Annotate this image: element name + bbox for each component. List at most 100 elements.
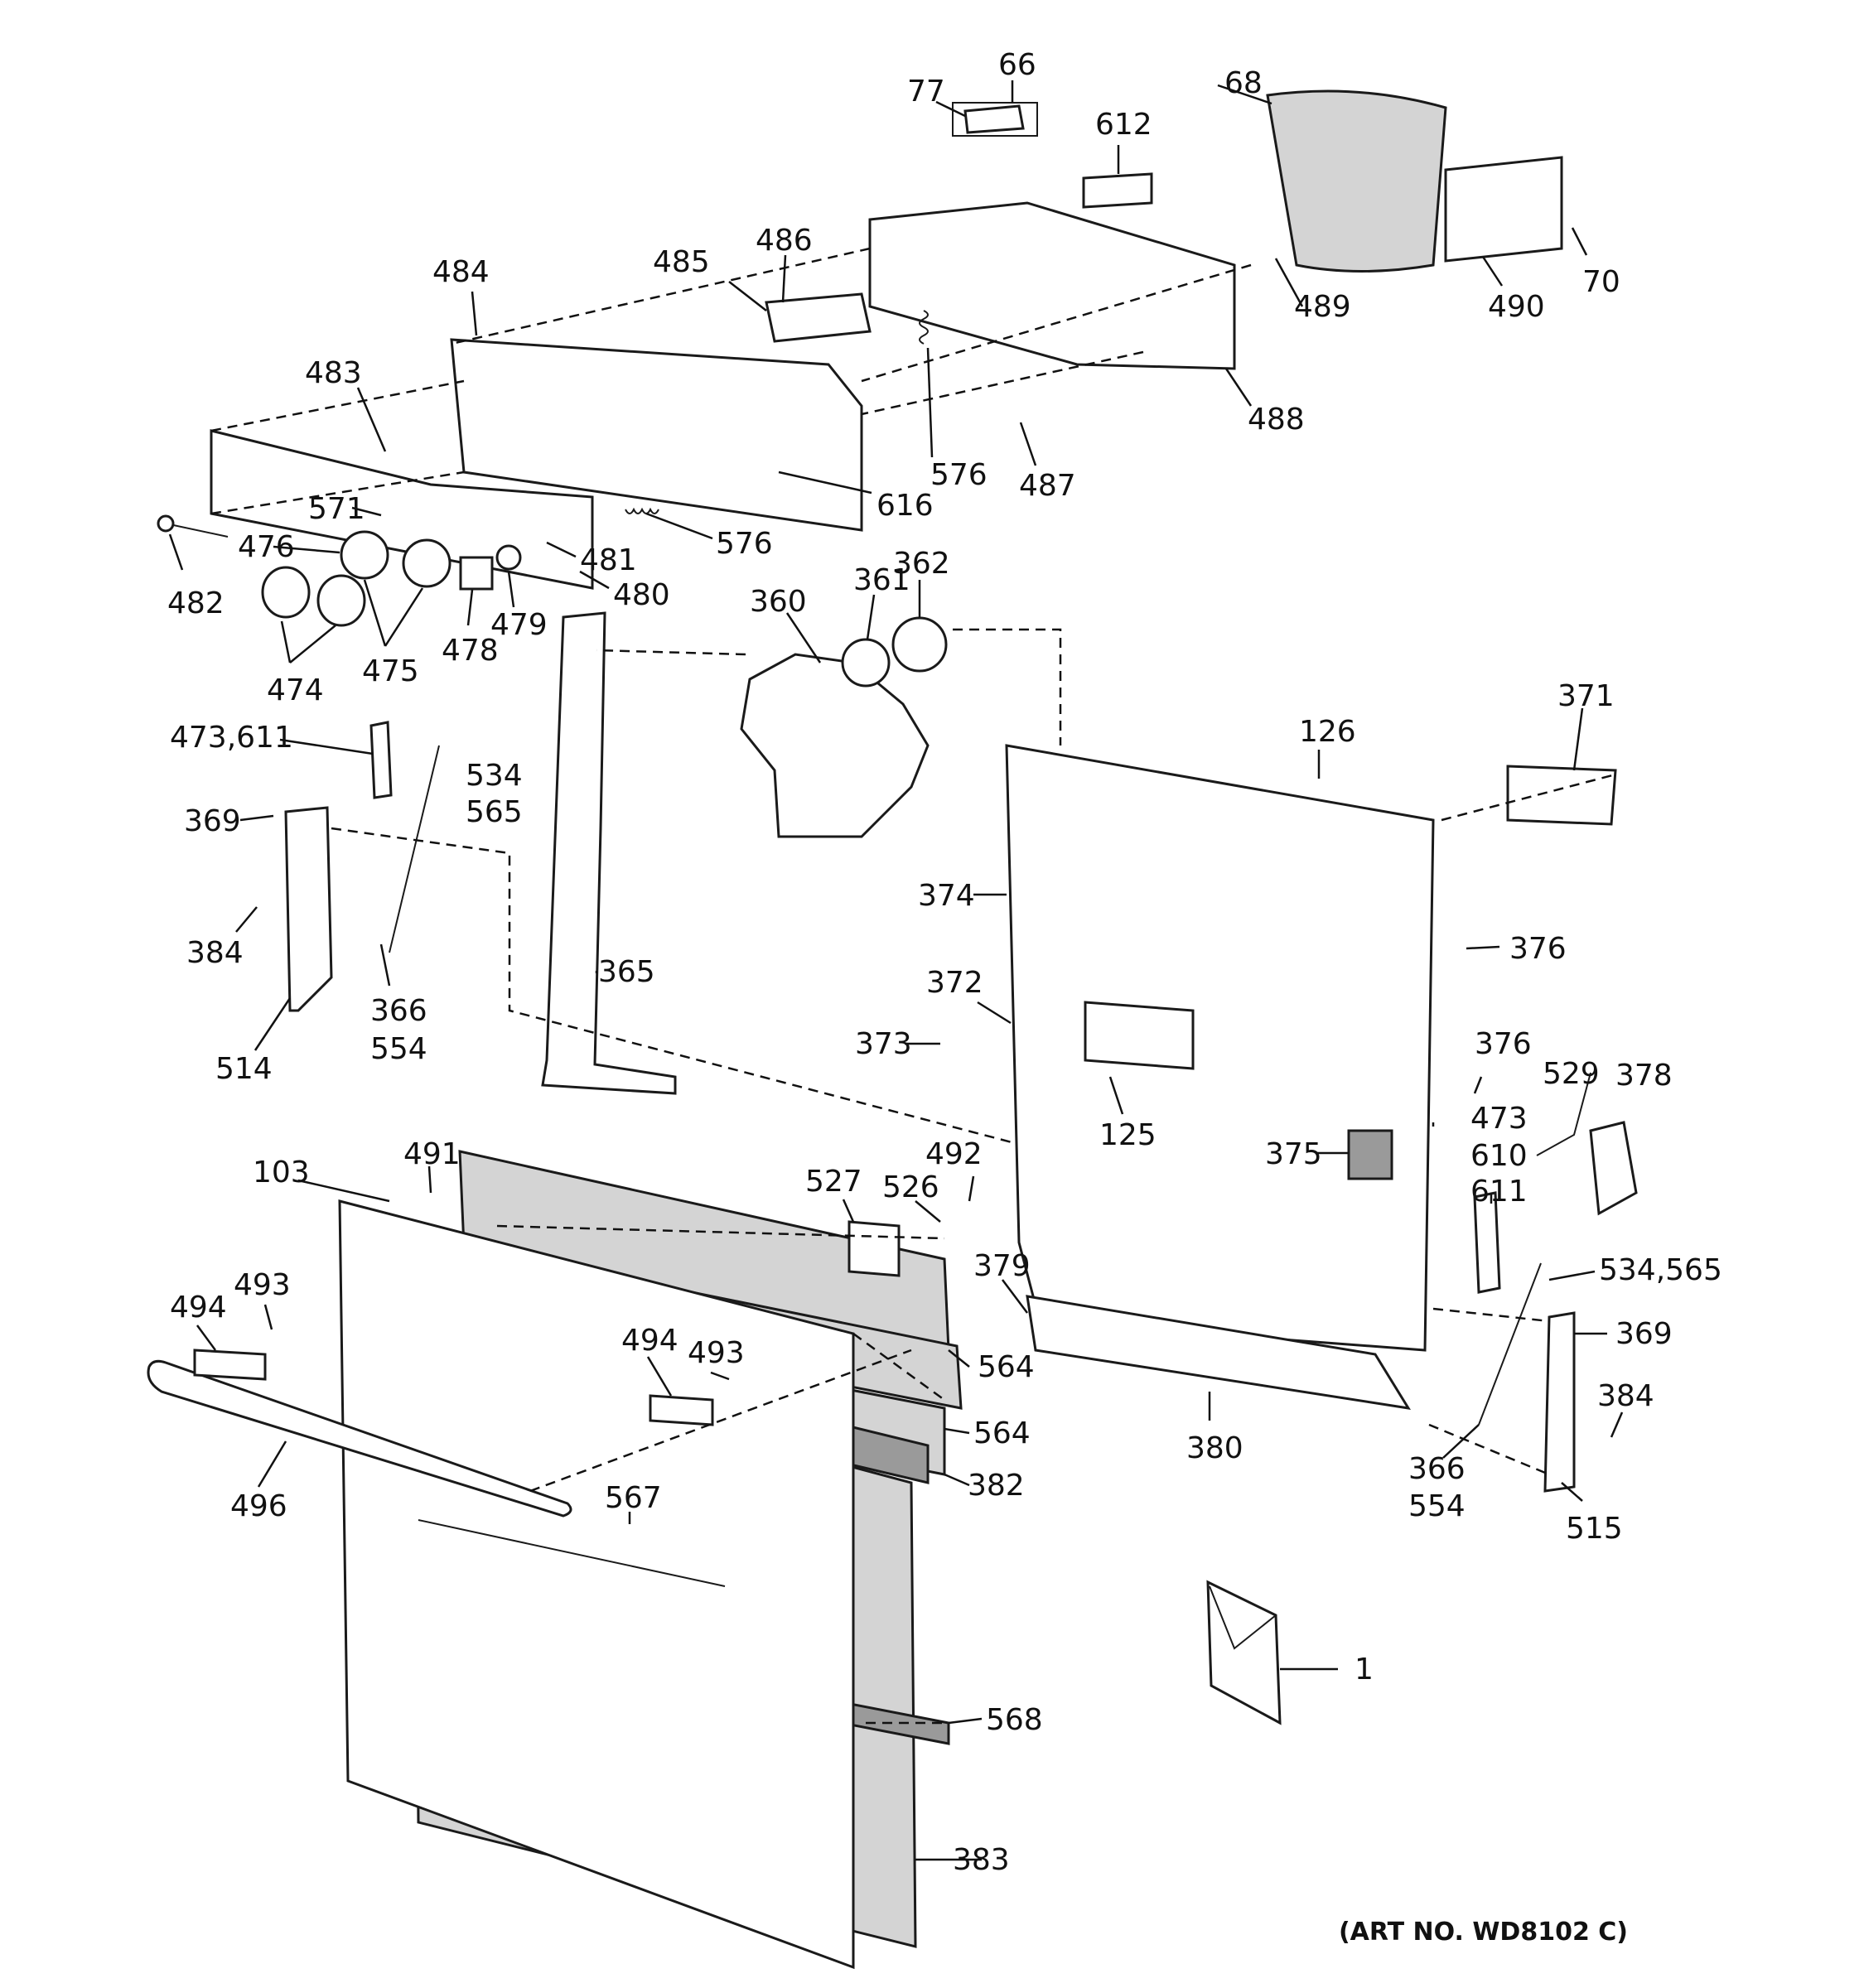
part-374-inner-door bbox=[1005, 744, 1435, 1352]
label-68: 68 bbox=[1224, 66, 1263, 100]
label-489: 489 bbox=[1294, 290, 1351, 324]
label-567: 567 bbox=[605, 1481, 662, 1515]
part-1-literature bbox=[1206, 1580, 1282, 1725]
part-474-knob-b bbox=[316, 574, 366, 627]
label-378: 378 bbox=[1615, 1059, 1673, 1093]
part-365-duct bbox=[541, 611, 677, 1095]
label-493-right: 493 bbox=[688, 1336, 745, 1370]
part-567-channel bbox=[418, 1519, 726, 1587]
label-366-left: 366 bbox=[370, 994, 427, 1028]
part-486-bracket bbox=[765, 292, 872, 343]
label-360: 360 bbox=[750, 585, 807, 619]
part-378-cover bbox=[1589, 1121, 1638, 1216]
part-475-selector-b bbox=[402, 538, 452, 588]
label-473-611-left: 473,611 bbox=[170, 721, 293, 755]
label-483: 483 bbox=[305, 356, 362, 390]
label-554-right: 554 bbox=[1408, 1489, 1466, 1523]
part-474-knob-a bbox=[261, 566, 311, 619]
label-70: 70 bbox=[1582, 265, 1620, 299]
art-number: (ART NO. WD8102 C) bbox=[1339, 1918, 1628, 1947]
part-475-selector-a bbox=[340, 530, 389, 580]
assembly-dashed-lines bbox=[210, 247, 1616, 1725]
part-494-bracket-left bbox=[193, 1349, 267, 1381]
label-125: 125 bbox=[1099, 1118, 1157, 1152]
label-383: 383 bbox=[953, 1843, 1010, 1877]
label-571: 571 bbox=[308, 492, 365, 526]
label-362: 362 bbox=[893, 547, 950, 581]
label-492: 492 bbox=[925, 1137, 983, 1171]
label-476: 476 bbox=[238, 530, 295, 564]
label-616: 616 bbox=[876, 489, 934, 523]
part-478-button bbox=[459, 556, 494, 591]
label-610: 610 bbox=[1470, 1139, 1528, 1173]
label-527: 527 bbox=[805, 1165, 862, 1199]
label-103: 103 bbox=[253, 1156, 310, 1189]
label-486: 486 bbox=[756, 224, 813, 258]
part-103-outer-door bbox=[338, 1199, 855, 1970]
label-534-565-right: 534,565 bbox=[1599, 1253, 1722, 1287]
label-534: 534 bbox=[466, 759, 523, 793]
part-380-rail bbox=[1026, 1295, 1411, 1410]
label-487: 487 bbox=[1019, 469, 1076, 503]
part-496-handle bbox=[147, 1359, 572, 1518]
label-564-top: 564 bbox=[978, 1350, 1035, 1384]
label-384-left: 384 bbox=[186, 936, 244, 970]
part-514-hinge bbox=[284, 806, 333, 1012]
label-373: 373 bbox=[855, 1027, 912, 1061]
part-371-latch bbox=[1506, 765, 1617, 826]
label-376-lower: 376 bbox=[1475, 1027, 1532, 1061]
label-375: 375 bbox=[1265, 1137, 1322, 1171]
part-480-panel bbox=[210, 429, 594, 590]
part-529-switch bbox=[1536, 1072, 1591, 1156]
label-526: 526 bbox=[882, 1170, 939, 1204]
part-1-fold bbox=[1209, 1585, 1277, 1650]
part-360-pump bbox=[740, 653, 930, 838]
label-576-top: 576 bbox=[930, 458, 988, 492]
part-361-impeller bbox=[841, 638, 891, 688]
label-369-right: 369 bbox=[1615, 1317, 1673, 1351]
label-1: 1 bbox=[1355, 1653, 1374, 1686]
label-554-left: 554 bbox=[370, 1032, 427, 1066]
label-474: 474 bbox=[267, 673, 324, 707]
part-66-box bbox=[952, 102, 1038, 137]
label-77: 77 bbox=[907, 75, 945, 109]
part-362-seal bbox=[891, 616, 948, 673]
label-514: 514 bbox=[215, 1052, 273, 1086]
label-126: 126 bbox=[1299, 715, 1356, 749]
label-475: 475 bbox=[362, 654, 419, 688]
label-494-left: 494 bbox=[170, 1291, 227, 1325]
label-382: 382 bbox=[968, 1469, 1025, 1503]
part-534-565-spring-right bbox=[1478, 1262, 1542, 1426]
part-612-label bbox=[1082, 172, 1153, 209]
label-473-right: 473 bbox=[1470, 1102, 1528, 1136]
part-482-head bbox=[157, 514, 175, 533]
label-568: 568 bbox=[986, 1703, 1043, 1737]
part-527-bracket bbox=[847, 1220, 901, 1277]
label-576-mid: 576 bbox=[716, 527, 773, 561]
label-490: 490 bbox=[1488, 290, 1545, 324]
part-484-console bbox=[450, 338, 863, 532]
label-496: 496 bbox=[230, 1489, 287, 1523]
label-384-right: 384 bbox=[1597, 1379, 1654, 1413]
label-376-right: 376 bbox=[1509, 932, 1567, 966]
label-380: 380 bbox=[1186, 1431, 1243, 1465]
label-379: 379 bbox=[973, 1249, 1031, 1283]
part-515-hinge bbox=[1543, 1311, 1576, 1493]
part-611-right-bumper bbox=[1473, 1191, 1501, 1294]
label-374: 374 bbox=[918, 879, 975, 913]
label-371: 371 bbox=[1557, 679, 1615, 713]
leader-lines bbox=[168, 80, 1624, 1861]
label-612: 612 bbox=[1095, 108, 1152, 142]
part-576-spring-a bbox=[919, 310, 929, 345]
part-488-housing bbox=[868, 201, 1236, 370]
label-488: 488 bbox=[1248, 403, 1305, 437]
callout-labels: 77 66 68 612 486 485 484 489 490 70 483 … bbox=[167, 48, 1722, 1877]
label-493-left: 493 bbox=[234, 1268, 291, 1302]
label-478: 478 bbox=[442, 634, 499, 668]
label-529: 529 bbox=[1543, 1057, 1600, 1091]
label-479: 479 bbox=[490, 608, 548, 642]
label-480: 480 bbox=[613, 578, 670, 612]
label-515: 515 bbox=[1566, 1512, 1623, 1546]
